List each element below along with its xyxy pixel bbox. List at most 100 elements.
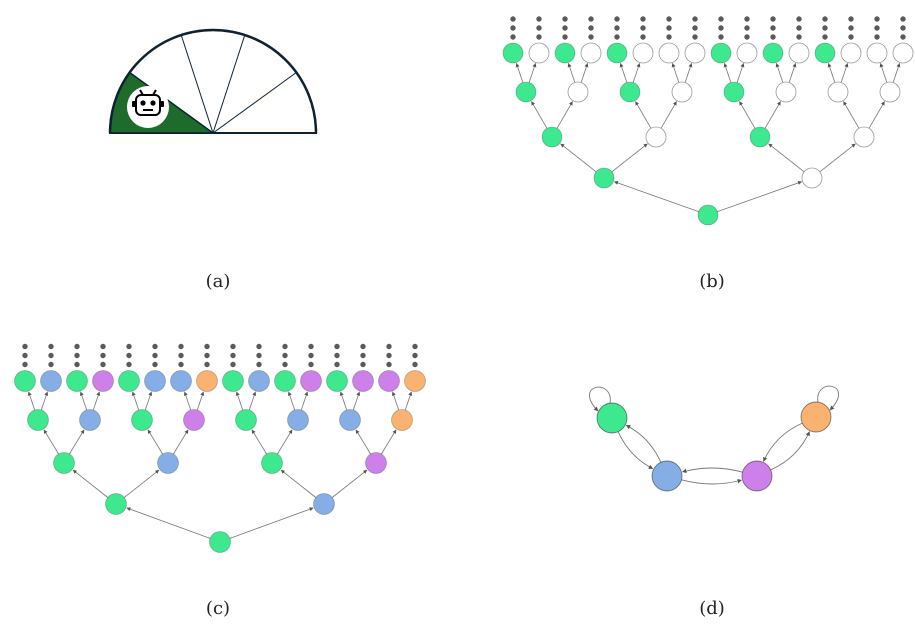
continuation-dot [796, 25, 802, 31]
tree-edge [287, 391, 296, 411]
continuation-dot [692, 25, 698, 31]
continuation-dot [230, 352, 236, 359]
tree-node-white [788, 42, 810, 64]
continuation-dot [178, 361, 184, 368]
tree-edge [635, 101, 652, 129]
tree-edge [660, 101, 677, 129]
tree-node-orange [196, 370, 218, 392]
tree-edge [531, 101, 548, 129]
panel-c-binary-tree [14, 343, 426, 553]
continuation-dot [74, 352, 80, 359]
tree-edge [879, 63, 888, 83]
continuation-dot [588, 25, 594, 31]
continuation-dot [692, 34, 698, 40]
continuation-dot [178, 352, 184, 359]
tree-node-green [554, 42, 576, 64]
tree-edge [251, 429, 267, 455]
tree-node-blue [40, 370, 62, 392]
tree-node-green [710, 42, 732, 64]
continuation-dot [718, 34, 724, 40]
continuation-dot [536, 34, 542, 40]
tree-node-green [274, 370, 296, 392]
continuation-dot [22, 352, 28, 359]
continuation-dot [74, 361, 80, 368]
tree-edge [123, 469, 160, 498]
tree-edge [892, 63, 901, 83]
tree-edge [173, 429, 189, 455]
tree-node-white [866, 42, 888, 64]
continuation-dot [308, 361, 314, 368]
tree-edge [183, 391, 192, 411]
tree-edge [352, 391, 361, 411]
continuation-dot [588, 34, 594, 40]
transition-edge [770, 431, 810, 471]
continuation-dot [22, 361, 28, 368]
continuation-dot [282, 352, 288, 359]
panel-b-binary-tree [502, 16, 914, 226]
continuation-dot [100, 352, 106, 359]
tree-node-green [749, 126, 771, 148]
tree-edge [788, 63, 797, 83]
continuation-dot [562, 34, 568, 40]
continuation-dot [744, 34, 750, 40]
tree-edge [739, 101, 756, 129]
continuation-dot [386, 361, 392, 368]
continuation-dot [822, 25, 828, 31]
tree-edge [619, 63, 628, 83]
continuation-dot [692, 16, 698, 22]
tree-node-white [775, 81, 797, 103]
continuation-dot [282, 361, 288, 368]
tree-node-white [645, 126, 667, 148]
tree-node-purple [92, 370, 114, 392]
tree-edge [717, 181, 803, 213]
tree-node-orange [404, 370, 426, 392]
tree-node-white [658, 42, 680, 64]
tree-edge [868, 101, 885, 129]
continuation-dot [282, 343, 288, 350]
tree-node-blue [144, 370, 166, 392]
continuation-dot [536, 16, 542, 22]
tree-node-blue [248, 370, 270, 392]
continuation-dot [204, 343, 210, 350]
tree-edge [280, 469, 317, 498]
tree-node-white [632, 42, 654, 64]
state-node-orange [800, 401, 832, 433]
caption-d: (d) [699, 598, 725, 619]
tree-edge [391, 391, 400, 411]
continuation-dot [360, 343, 366, 350]
tree-node-white [528, 42, 550, 64]
tree-edge [235, 391, 244, 411]
tree-node-green [814, 42, 836, 64]
continuation-dot [822, 34, 828, 40]
tree-edge [768, 143, 805, 173]
continuation-dot [562, 16, 568, 22]
sector-divider [212, 34, 246, 134]
continuation-dot [48, 361, 54, 368]
tree-edge [131, 391, 140, 411]
tree-node-white [736, 42, 758, 64]
tree-edge [827, 63, 836, 83]
continuation-dot [770, 34, 776, 40]
continuation-dot [666, 34, 672, 40]
tree-node-blue [157, 452, 179, 474]
continuation-dot [640, 16, 646, 22]
tree-node-green [222, 370, 244, 392]
continuation-dot [256, 352, 262, 359]
continuation-dot [510, 25, 516, 31]
tree-node-purple [183, 409, 205, 431]
tree-node-green [131, 409, 153, 431]
tree-edge [196, 391, 205, 411]
tree-node-purple [352, 370, 374, 392]
continuation-dot [308, 343, 314, 350]
continuation-dot [152, 343, 158, 350]
panel-a-halfdisc [108, 28, 318, 134]
continuation-dot [334, 352, 340, 359]
tree-edge [43, 429, 59, 455]
tree-node-blue [170, 370, 192, 392]
sector-divider [129, 72, 214, 134]
tree-edge [126, 507, 211, 539]
tree-node-white [840, 42, 862, 64]
tree-node-green [118, 370, 140, 392]
tree-edge [339, 391, 348, 411]
